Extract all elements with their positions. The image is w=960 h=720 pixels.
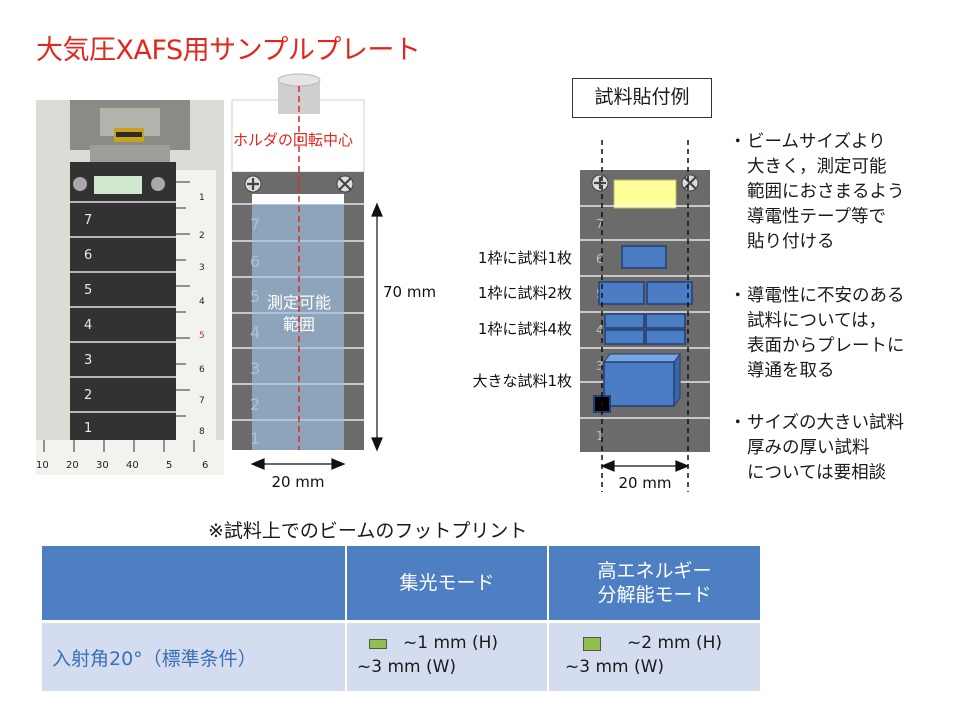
sample-plate-photo: 1 2 3 4 5 6 7 8 7 6 5 4 3 2 1 10 20 30 4… <box>36 100 224 475</box>
bullet-line: 導電性テープ等で <box>747 207 886 227</box>
screw-icon <box>591 174 609 192</box>
example-label-4: 大きな試料1枚 <box>472 372 572 390</box>
measurable-range-schematic: ホルダの回転中心 7 6 5 4 3 2 1 測定可能 範囲 70 mm 20 … <box>231 73 436 491</box>
label-tab <box>613 179 677 209</box>
measurable-range-label-1: 測定可能 <box>267 293 331 312</box>
footprint-title: ※試料上でのビームのフットプリント <box>208 520 528 542</box>
bullet-line: 試料については， <box>747 311 887 331</box>
ruler-h-number: 30 <box>96 460 109 471</box>
table-header-focus-mode: 集光モード <box>346 546 549 623</box>
footprint-height: ~1 mm (H) <box>403 633 499 653</box>
screw-icon <box>681 174 699 192</box>
table-row-label: 入射角20°（標準条件） <box>42 621 347 691</box>
plate-number: 1 <box>596 429 604 443</box>
bullet-line: サイズの大きい試料 <box>747 413 904 433</box>
bullet-dot: ・ <box>729 132 747 152</box>
plate-number: 2 <box>84 388 92 403</box>
plate-number: 1 <box>84 421 92 436</box>
sample-four <box>645 313 686 329</box>
width-dimension-arrow <box>250 458 346 470</box>
bullet-line: 導電性に不安のある <box>747 286 905 306</box>
bullet-line: 範囲におさまるよう <box>747 182 905 202</box>
sample-four <box>604 329 645 345</box>
plate-number: 6 <box>596 252 604 266</box>
ruler-h-number: 20 <box>66 460 79 471</box>
example-label-2: 1枠に試料2枚 <box>478 284 572 302</box>
table-header-empty <box>42 546 347 623</box>
ruler-v-number: 3 <box>199 263 205 273</box>
example-label-3: 1枠に試料4枚 <box>478 320 572 338</box>
beam-spot-icon <box>583 637 601 651</box>
sample-large <box>603 352 681 408</box>
bullet-line: 厚みの厚い試料 <box>747 438 870 458</box>
mounting-example-diagram: 1枠に試料1枚 1枠に試料2枚 1枠に試料4枚 大きな試料1枚 7 6 5 4 … <box>472 140 710 492</box>
footprint-width: ~3 mm (W) <box>357 657 457 677</box>
beam-spot-icon <box>369 639 387 649</box>
plate-number: 3 <box>596 359 604 373</box>
plate-number: 7 <box>84 213 92 228</box>
sample-two-left <box>598 281 645 305</box>
ruler-h-number: 5 <box>166 460 172 471</box>
sample-four <box>604 313 645 329</box>
example-label-1: 1枠に試料1枚 <box>478 249 572 267</box>
bullet-line: 大きく，測定可能 <box>747 157 887 177</box>
footprint-table: 集光モード 高エネルギー 分解能モード 入射角20°（標準条件） ~1 mm (… <box>42 546 760 691</box>
bullet-line: 表面からプレートに <box>747 336 905 356</box>
example-width-arrow <box>600 460 690 472</box>
mounting-example-label: 試料貼付例 <box>572 78 712 118</box>
footprint-width: ~3 mm (W) <box>565 657 665 677</box>
ruler-h-number: 6 <box>202 460 208 471</box>
bullet-line: 貼り付ける <box>747 232 835 252</box>
width-dimension: 20 mm <box>271 473 324 491</box>
bullet-line: については要相談 <box>747 463 887 483</box>
footprint-cell-high-res: ~2 mm (H) ~3 mm (W) <box>548 621 760 691</box>
bullet-dot: ・ <box>729 286 747 306</box>
measurable-area <box>252 204 344 450</box>
footprint-cell-focus: ~1 mm (H) ~3 mm (W) <box>346 621 549 691</box>
ruler-v-number: 7 <box>199 396 205 406</box>
ruler-v-number: 6 <box>199 365 205 375</box>
table-header-high-res-mode: 高エネルギー 分解能モード <box>548 546 760 623</box>
plate-number: 4 <box>596 323 604 337</box>
ruler-v-number: 5 <box>199 331 205 341</box>
example-width-dimension: 20 mm <box>618 474 671 492</box>
plate-number: 7 <box>596 217 604 231</box>
ruler-v-number: 4 <box>199 297 205 307</box>
sample-four <box>645 329 686 345</box>
footprint-height: ~2 mm (H) <box>627 633 723 653</box>
bullet-line: 導通を取る <box>747 361 835 381</box>
sample-single <box>621 245 667 269</box>
page-title: 大気圧XAFS用サンプルプレート <box>36 35 421 66</box>
ruler-h-number: 10 <box>36 460 49 471</box>
ruler-v-number: 2 <box>199 231 205 241</box>
bullet-dot: ・ <box>729 413 747 433</box>
bullet-line: ビームサイズより <box>747 132 886 152</box>
sample-two-right <box>646 281 693 305</box>
ruler-v-number: 1 <box>199 193 205 203</box>
height-dimension: 70 mm <box>383 283 436 301</box>
plate-number: 5 <box>84 283 92 298</box>
table-header-line: 高エネルギー <box>597 560 712 582</box>
plate-number: 4 <box>84 318 92 333</box>
measurable-range-label-2: 範囲 <box>283 315 315 334</box>
height-dimension-arrow <box>371 202 383 452</box>
screw-icon <box>336 175 354 193</box>
plate-number: 3 <box>84 353 92 368</box>
rotation-center-label: ホルダの回転中心 <box>233 131 353 149</box>
table-header-line: 分解能モード <box>597 584 712 606</box>
ruler-h-number: 40 <box>126 460 139 471</box>
screw-icon <box>244 175 262 193</box>
ruler-v-number: 8 <box>199 427 205 437</box>
plate-number: 6 <box>84 248 92 263</box>
